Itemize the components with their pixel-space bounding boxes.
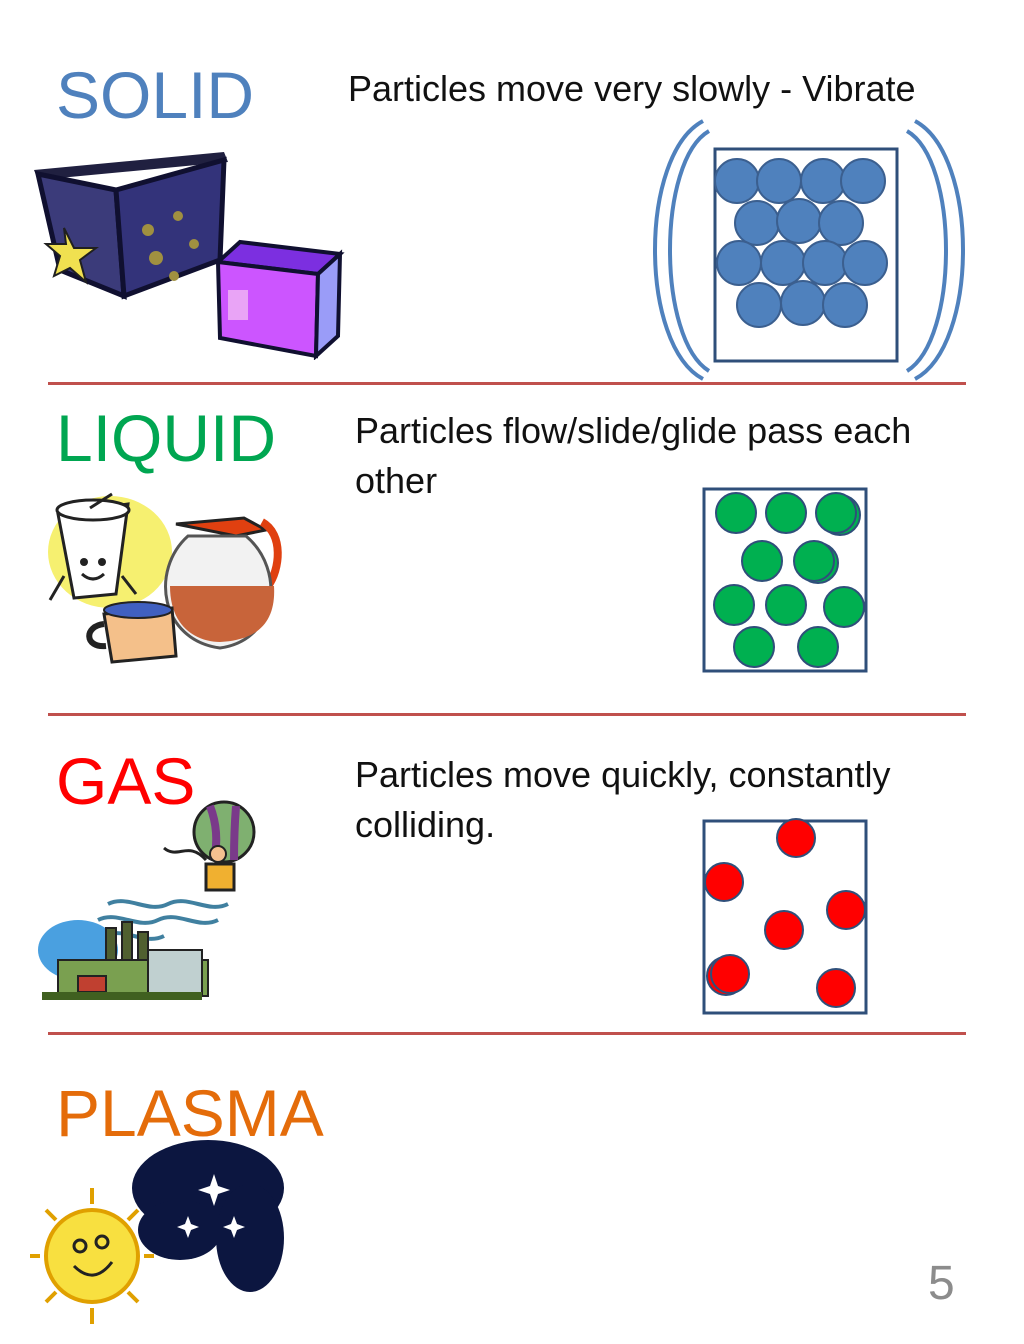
particle xyxy=(826,890,866,930)
right-bracket-inner xyxy=(905,129,948,373)
particle xyxy=(764,910,804,950)
solid-particle-diagram xyxy=(645,115,975,387)
particle xyxy=(716,240,762,286)
particle xyxy=(776,818,816,858)
gas-container xyxy=(702,819,868,1015)
particle xyxy=(797,626,839,668)
divider-liquid-gas xyxy=(48,713,966,716)
particle xyxy=(765,492,807,534)
divider-solid-liquid xyxy=(48,382,966,385)
solid-title: SOLID xyxy=(56,58,255,132)
particle xyxy=(715,492,757,534)
particle xyxy=(802,240,848,286)
particle xyxy=(816,968,856,1008)
divider-gas-plasma xyxy=(48,1032,966,1035)
sun-and-galaxy-clipart xyxy=(30,1138,290,1328)
particle xyxy=(823,586,865,628)
page-number: 5 xyxy=(928,1257,955,1310)
solid-container xyxy=(713,147,899,363)
particle xyxy=(714,158,760,204)
gas-particle-diagram xyxy=(702,818,870,1018)
particle xyxy=(780,280,826,326)
liquid-description: Particles flow/slide/glide pass each oth… xyxy=(355,410,912,502)
particle xyxy=(734,200,780,246)
particle xyxy=(818,200,864,246)
particle xyxy=(760,240,806,286)
particle xyxy=(713,584,755,626)
particle xyxy=(842,240,888,286)
particle xyxy=(776,198,822,244)
gas-description: Particles move quickly, constantly colli… xyxy=(355,754,891,846)
liquid-title: LIQUID xyxy=(56,401,277,475)
liquid-container xyxy=(702,487,868,673)
liquid-particle-diagram xyxy=(702,487,870,675)
particle xyxy=(822,282,868,328)
particle xyxy=(741,540,783,582)
solid-particles xyxy=(714,158,888,328)
gas-title: GAS xyxy=(56,744,196,818)
box-and-cube-clipart xyxy=(28,150,348,360)
particle xyxy=(793,540,835,582)
cup-and-coffee-pot-clipart xyxy=(40,490,290,670)
particle xyxy=(815,492,857,534)
particle xyxy=(710,954,750,994)
left-bracket-outer xyxy=(653,119,704,381)
solid-description: Particles move very slowly - Vibrate xyxy=(348,68,916,109)
particle xyxy=(704,862,744,902)
balloon-and-factory-clipart xyxy=(38,800,268,1005)
plasma-title: PLASMA xyxy=(56,1076,324,1150)
particle xyxy=(840,158,886,204)
particle xyxy=(800,158,846,204)
gas-particles xyxy=(704,818,866,1008)
particle xyxy=(733,626,775,668)
particle xyxy=(765,584,807,626)
particle xyxy=(756,158,802,204)
left-bracket-inner xyxy=(668,129,711,373)
right-bracket-outer xyxy=(914,119,965,381)
liquid-particles xyxy=(713,492,865,668)
particle xyxy=(736,282,782,328)
